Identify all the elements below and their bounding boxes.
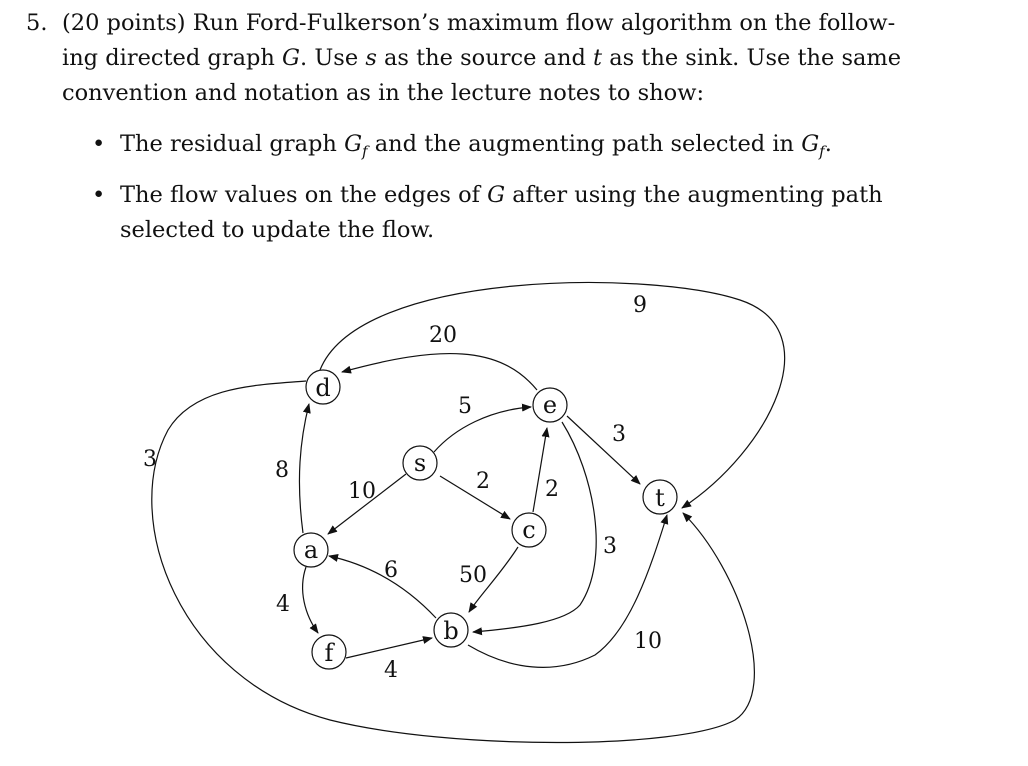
- edge-a-d: [298, 403, 311, 534]
- problem-line-2: ing directed graph G. Use s as the sourc…: [62, 45, 902, 71]
- problem-statement: 5. (20 points) Run Ford-Fulkerson’s maxi…: [26, 6, 1001, 111]
- capacity-f-b: 4: [384, 658, 398, 683]
- svg-text:b: b: [443, 617, 458, 645]
- svg-text:a: a: [304, 536, 318, 564]
- capacity-e-b: 3: [603, 534, 617, 559]
- svg-text:c: c: [522, 516, 535, 544]
- edge-e-d: [341, 353, 538, 391]
- problem-text: (20 points) Run Ford-Fulkerson’s maximum…: [62, 6, 1001, 111]
- graph-nodes: d e s t c a b f: [293, 369, 678, 670]
- edge-a-f: [302, 566, 319, 634]
- capacity-b-t: 10: [634, 629, 662, 654]
- edge-e-b: [472, 421, 597, 636]
- task-item-residual-graph: • The residual graph Gf and the augmenti…: [92, 127, 1002, 170]
- node-a: a: [293, 532, 329, 568]
- capacity-c-e: 2: [545, 477, 559, 502]
- capacity-e-d: 20: [429, 323, 457, 348]
- edge-c-e: [532, 427, 550, 513]
- capacity-d-t: 9: [633, 293, 647, 318]
- edge-s-e: [433, 403, 532, 453]
- svg-text:t: t: [655, 484, 665, 512]
- bullet-dot: •: [92, 181, 106, 208]
- edge-d-t-around: [151, 380, 755, 744]
- edge-b-a: [328, 554, 437, 619]
- task-item-flow-values: • The flow values on the edges of G afte…: [92, 178, 1002, 248]
- capacity-s-e: 5: [458, 394, 472, 419]
- capacity-s-a: 10: [348, 479, 376, 504]
- svg-text:d: d: [315, 374, 330, 402]
- svg-text:s: s: [414, 449, 426, 477]
- edge-e-t: [566, 415, 641, 485]
- edge-s-a: [327, 473, 407, 535]
- problem-line-1: (20 points) Run Ford-Fulkerson’s maximum…: [62, 10, 896, 36]
- problem-number: 5.: [26, 10, 48, 36]
- svg-text:f: f: [325, 639, 336, 667]
- edge-c-b: [468, 546, 519, 613]
- edge-f-b: [345, 636, 433, 659]
- node-c: c: [511, 512, 547, 548]
- node-s: s: [402, 445, 438, 481]
- capacity-d-t-around: 3: [143, 447, 157, 472]
- capacity-b-a: 6: [384, 558, 398, 583]
- capacity-e-t: 3: [612, 422, 626, 447]
- problem-line-3: convention and notation as in the lectur…: [62, 80, 705, 106]
- node-b: b: [433, 612, 469, 648]
- capacity-a-f: 4: [276, 592, 290, 617]
- node-t: t: [642, 479, 678, 515]
- capacity-a-d: 8: [275, 458, 289, 483]
- svg-text:e: e: [543, 391, 557, 419]
- bullet-dot: •: [92, 131, 106, 157]
- node-e: e: [532, 387, 568, 423]
- capacity-c-b: 50: [459, 563, 487, 588]
- edge-capacity-labels: 9 20 5 3 3 8 2 2 10 3 6 50 4 10 4: [143, 293, 662, 683]
- node-d: d: [305, 369, 341, 405]
- task-list: • The residual graph Gf and the augmenti…: [92, 127, 1002, 256]
- edge-s-c: [439, 475, 511, 520]
- capacity-s-c: 2: [476, 469, 490, 494]
- edge-d-t: [319, 281, 786, 509]
- edge-b-t: [467, 514, 669, 668]
- node-f: f: [311, 634, 347, 670]
